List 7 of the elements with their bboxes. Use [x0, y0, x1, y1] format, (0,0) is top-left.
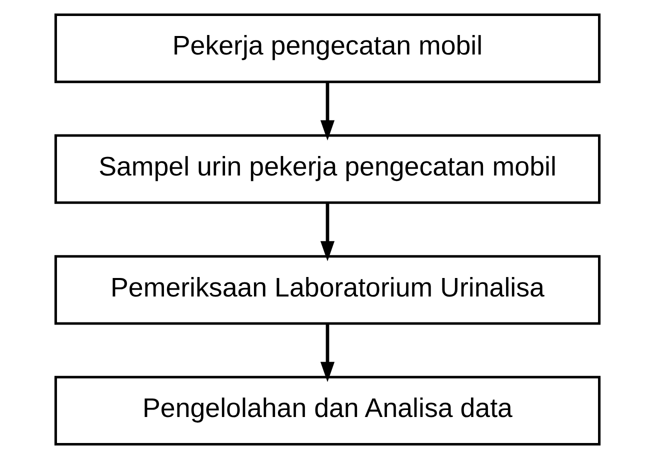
node-box: Pengelolahan dan Analisa data	[54, 376, 601, 446]
node-box: Pekerja pengecatan mobil	[54, 14, 601, 84]
node-box: Pemeriksaan Laboratorium Urinalisa	[54, 255, 601, 325]
arrow	[320, 202, 335, 262]
node-box: Sampel urin pekerja pengecatan mobil	[54, 134, 601, 204]
arrow	[320, 82, 335, 140]
arrow	[320, 324, 335, 382]
